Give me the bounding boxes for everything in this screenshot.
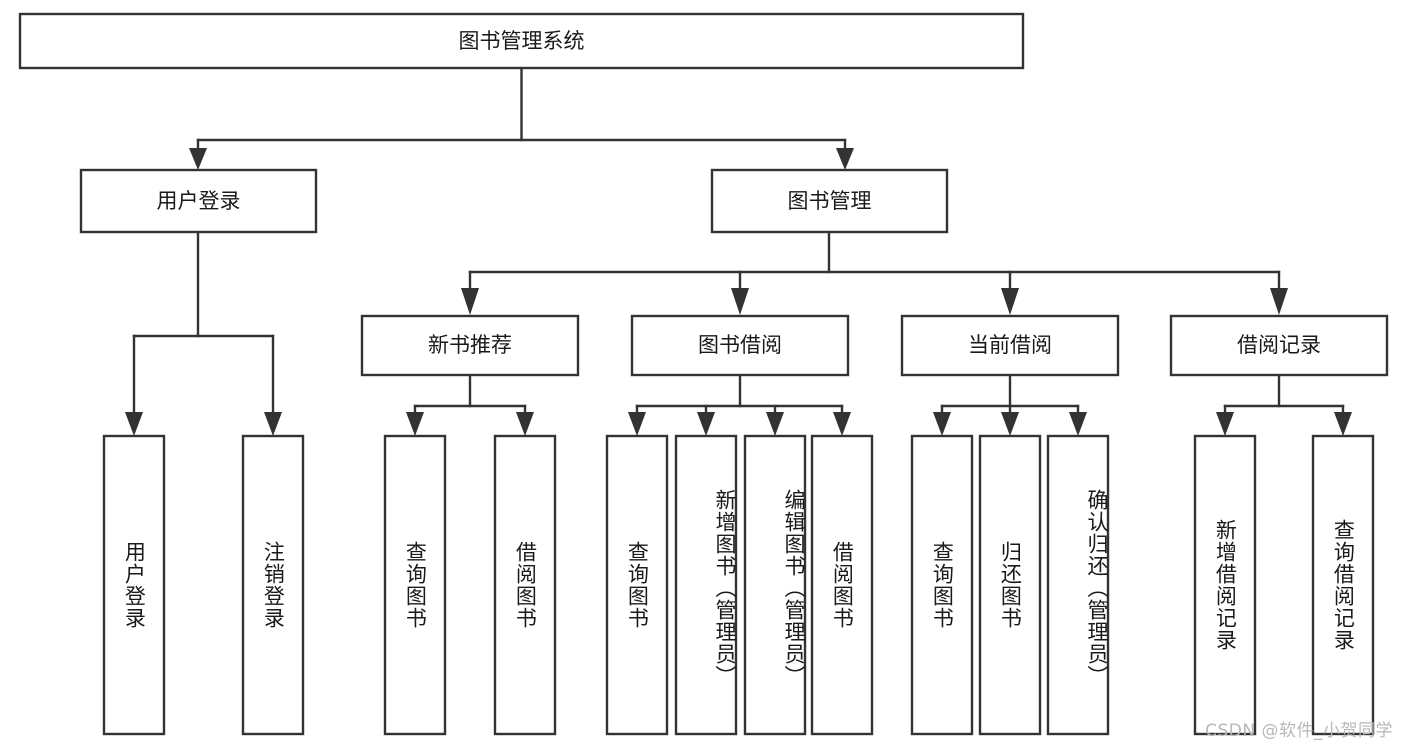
node-book-management-label: 图书管理 bbox=[788, 189, 872, 213]
node-current-borrow-box[interactable] bbox=[900, 314, 1120, 377]
arrow-head-new-book-recommend bbox=[461, 288, 479, 315]
arrow-head-leaf-query-book-1 bbox=[406, 412, 424, 436]
node-borrow-record-box[interactable] bbox=[1169, 314, 1389, 377]
arrow-head-leaf-query-book-3 bbox=[933, 412, 951, 436]
leaf-box-return-book[interactable] bbox=[978, 434, 1042, 736]
arrow-head-current-borrow bbox=[1001, 288, 1019, 315]
node-new-book-recommend[interactable]: 新书推荐 bbox=[360, 314, 580, 377]
arrow-head-leaf-query-book-2 bbox=[628, 412, 646, 436]
arrow-head-leaf-borrow-book-1 bbox=[516, 412, 534, 436]
arrow-head-book-borrow bbox=[731, 288, 749, 315]
leaf-box-borrow-book-1[interactable] bbox=[493, 434, 557, 736]
leaf-box-user-login[interactable] bbox=[102, 434, 166, 736]
arrow-head-leaf-user-login bbox=[125, 412, 143, 436]
node-current-borrow-label: 当前借阅 bbox=[968, 333, 1052, 357]
node-new-book-recommend-box[interactable] bbox=[360, 314, 580, 377]
arrow-head-leaf-add-record bbox=[1216, 412, 1234, 436]
leaf-box-add-record[interactable] bbox=[1193, 434, 1257, 736]
node-book-borrow[interactable]: 图书借阅 bbox=[630, 314, 850, 377]
arrow-head-borrow-record bbox=[1270, 288, 1288, 315]
arrow-head-leaf-return-book bbox=[1001, 412, 1019, 436]
leaf-box-logout-login[interactable] bbox=[241, 434, 305, 736]
node-current-borrow[interactable]: 当前借阅 bbox=[900, 314, 1120, 377]
arrow-head-leaf-edit-book bbox=[766, 412, 784, 436]
csdn-watermark: CSDN @软件_小贺同学 bbox=[1205, 721, 1393, 741]
leaf-box-confirm-return[interactable] bbox=[1046, 434, 1110, 736]
node-book-management-box[interactable] bbox=[710, 168, 949, 234]
leaf-box-borrow-book-2[interactable] bbox=[810, 434, 874, 736]
node-root[interactable]: 图书管理系统 bbox=[18, 12, 1025, 70]
node-root-box[interactable] bbox=[18, 12, 1025, 70]
arrow-head-leaf-query-record bbox=[1334, 412, 1352, 436]
arrow-head-userlogin bbox=[189, 148, 207, 170]
leaf-box-query-record[interactable] bbox=[1311, 434, 1375, 736]
leaf-box-query-book-1[interactable] bbox=[383, 434, 447, 736]
leaf-box-query-book-3[interactable] bbox=[910, 434, 974, 736]
node-borrow-record[interactable]: 借阅记录 bbox=[1169, 314, 1389, 377]
connectors bbox=[125, 66, 1352, 436]
node-user-login-box[interactable] bbox=[79, 168, 318, 234]
arrow-head-leaf-logout-login bbox=[264, 412, 282, 436]
arrow-head-bookmgmt bbox=[836, 148, 854, 170]
leaf-box-edit-book[interactable] bbox=[743, 434, 807, 736]
arrow-head-leaf-borrow-book-2 bbox=[833, 412, 851, 436]
node-borrow-record-label: 借阅记录 bbox=[1237, 333, 1321, 357]
leaf-box-query-book-2[interactable] bbox=[605, 434, 669, 736]
arrow-head-leaf-add-book bbox=[697, 412, 715, 436]
leaf-box-add-book[interactable] bbox=[674, 434, 738, 736]
node-new-book-recommend-label: 新书推荐 bbox=[428, 333, 512, 357]
node-book-borrow-box[interactable] bbox=[630, 314, 850, 377]
node-book-borrow-label: 图书借阅 bbox=[698, 333, 782, 357]
leaf-boxes bbox=[102, 434, 1375, 736]
node-user-login-label: 用户登录 bbox=[157, 189, 241, 213]
node-user-login[interactable]: 用户登录 bbox=[79, 168, 318, 234]
node-book-management[interactable]: 图书管理 bbox=[710, 168, 949, 234]
arrow-head-leaf-confirm-return bbox=[1069, 412, 1087, 436]
node-root-label: 图书管理系统 bbox=[459, 29, 585, 53]
